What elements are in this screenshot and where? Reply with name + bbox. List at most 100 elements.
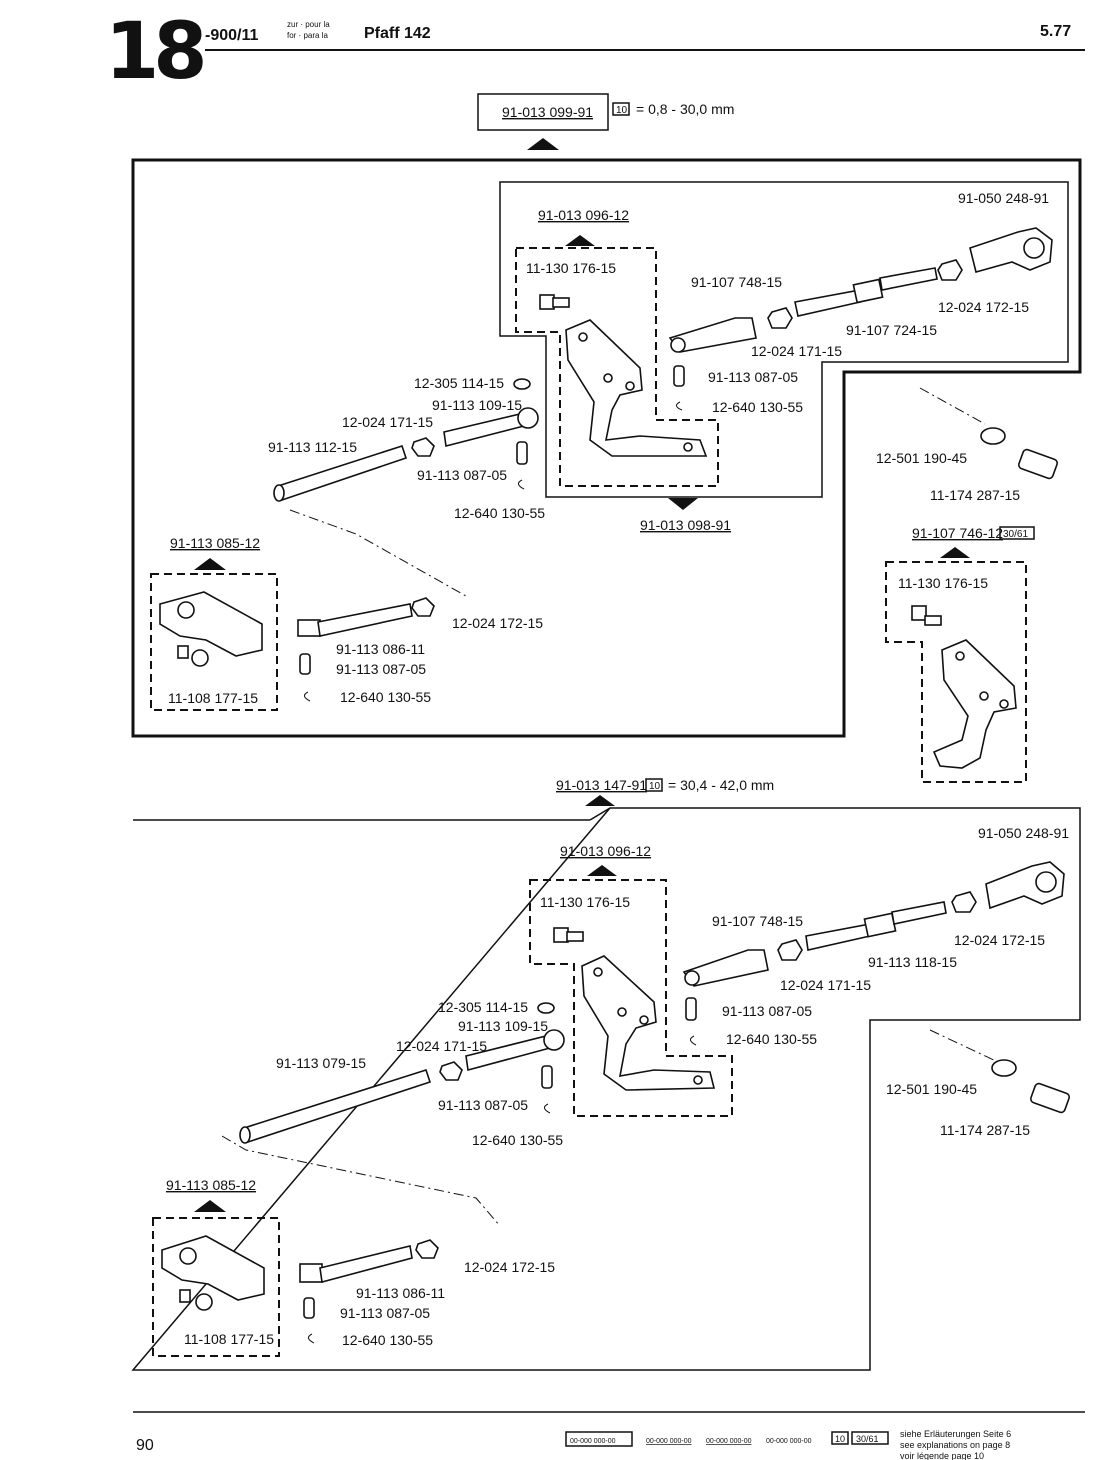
sub-left-frame [150,573,278,711]
screw-part [177,645,209,667]
label-91-113-112-15: 91-113 112-15 [268,439,357,455]
nut-part [777,939,803,961]
sub-right-arrow [940,547,970,558]
range-icon: 10 [649,781,661,792]
pin-part [673,365,685,387]
label-12-024-171-15-b: 12-024 171-15 [342,414,433,430]
label-91-107-748-15: 91-107 748-15 [691,274,782,290]
nut-part [411,437,435,457]
top-range: = 0,8 - 30,0 mm [636,101,734,117]
label-12-640-130-55-c: 12-640 130-55 [342,1332,433,1348]
note-french: voir légende page 10 [900,1451,984,1460]
nut-part [951,891,977,913]
range-icon-frame [612,102,630,116]
label-12-305-114-15: 12-305 114-15 [438,999,528,1015]
circlip-part [518,479,525,490]
top-main-number: 91-013 099-91 [502,104,593,120]
legend-boxed-frame [565,1431,633,1447]
label-11-108-177-15: 11-108 177-15 [168,690,258,706]
label-91-113-087-05-a: 91-113 087-05 [708,369,798,385]
link-rod-part [682,949,769,987]
legend-underlined-2: 00-000 000-00 [706,1438,752,1445]
sub-upper-number: 91-013 096-12 [560,843,651,859]
shaft-part [273,444,408,502]
label-12-024-171-15-a: 12-024 171-15 [751,343,842,359]
label-91-113-086-11: 91-113 086-11 [356,1285,445,1301]
clamp-part [161,1235,265,1301]
pin-part [516,441,528,465]
rod-end-part [985,861,1065,910]
label-91-113-109-15: 91-113 109-15 [458,1018,548,1034]
sub-right-number: 91-107 746-12 [912,525,1003,541]
legend-plain: 00-000 000-00 [766,1438,812,1445]
shaft-part [239,1068,432,1144]
bottom-frame [131,807,1081,1371]
label-11-130-176-15-b: 11-130 176-15 [898,575,988,591]
pin-part [299,653,311,675]
crank-lever-part [932,639,1017,769]
chapter-number: 18 [105,7,203,97]
label-91-113-086-11: 91-113 086-11 [336,641,425,657]
axis-line [929,1029,999,1063]
label-12-024-171-15-a: 12-024 171-15 [780,977,871,993]
date-code: 5.77 [1040,23,1071,40]
label-91-113-087-05-a: 91-113 087-05 [722,1003,812,1019]
nut-part [767,307,793,329]
top-main-number-box [477,93,609,131]
label-12-024-171-15-b: 12-024 171-15 [396,1038,487,1054]
label-11-108-177-15: 11-108 177-15 [184,1331,274,1347]
note-german: siehe Erläuterungen Seite 6 [900,1429,1011,1439]
page-number: 90 [136,1437,154,1454]
label-91-113-087-05-c: 91-113 087-05 [336,661,426,677]
label-12-640-130-55-a: 12-640 130-55 [726,1031,817,1047]
eye-bolt-part [443,407,539,447]
top-frame [131,158,1082,738]
machine-name: Pfaff 142 [364,25,431,42]
label-11-130-176-15: 11-130 176-15 [526,260,616,276]
sub-right-frame [885,561,1027,783]
screw-part [553,927,584,943]
axis-line [919,387,986,425]
axis-line [289,509,467,597]
label-91-107-748-15: 91-107 748-15 [712,913,803,929]
label-12-024-172-15-b: 12-024 172-15 [452,615,543,631]
label-11-174-287-15: 11-174 287-15 [940,1122,1030,1138]
range-icon: 10 [616,105,628,116]
legend-icon-frame [831,1431,849,1445]
legend-badge: 30/61 [856,1434,879,1444]
label-91-113-079-15: 91-113 079-15 [276,1055,366,1071]
legend-badge-frame [851,1431,889,1445]
label-91-113-087-05-c: 91-113 087-05 [340,1305,430,1321]
pin-part [303,1297,315,1319]
sub-left-frame [152,1217,280,1357]
screw-part [1017,448,1059,480]
clamp-part [159,591,263,657]
threaded-rod-part [794,267,938,317]
sub-left-arrow [194,1200,226,1212]
sub-lower-arrow [668,498,698,510]
label-12-501-190-45: 12-501 190-45 [876,450,967,466]
model-code: -900/11 [205,27,258,44]
nut-part [439,1061,463,1081]
washer-part [991,1059,1017,1077]
circlip-part [676,401,683,411]
legend-boxed: 00-000 000-00 [570,1438,616,1445]
sub-upper-frame [515,247,719,487]
circlip-part [690,1035,697,1046]
label-91-113-118-15: 91-113 118-15 [868,954,957,970]
label-91-050-248-91: 91-050 248-91 [958,190,1049,206]
circlip-part [308,1333,315,1344]
bolt-part [299,1245,413,1284]
label-91-113-109-15: 91-113 109-15 [432,397,522,413]
sub-left-number: 91-113 085-12 [170,535,260,551]
sub-left-number: 91-113 085-12 [166,1177,256,1193]
nut-part [937,259,963,281]
sub-upper-number: 91-013 096-12 [538,207,629,223]
label-12-024-172-15-a: 12-024 172-15 [954,932,1045,948]
legend-underlined-1: 00-000 000-00 [646,1438,692,1445]
label-11-130-176-15: 11-130 176-15 [540,894,630,910]
threaded-rod-part [805,901,947,951]
range-icon-frame [645,778,663,792]
washer-part [513,378,531,390]
page-header: 18 -900/11 zur · pour la for · para la P… [105,7,1085,97]
